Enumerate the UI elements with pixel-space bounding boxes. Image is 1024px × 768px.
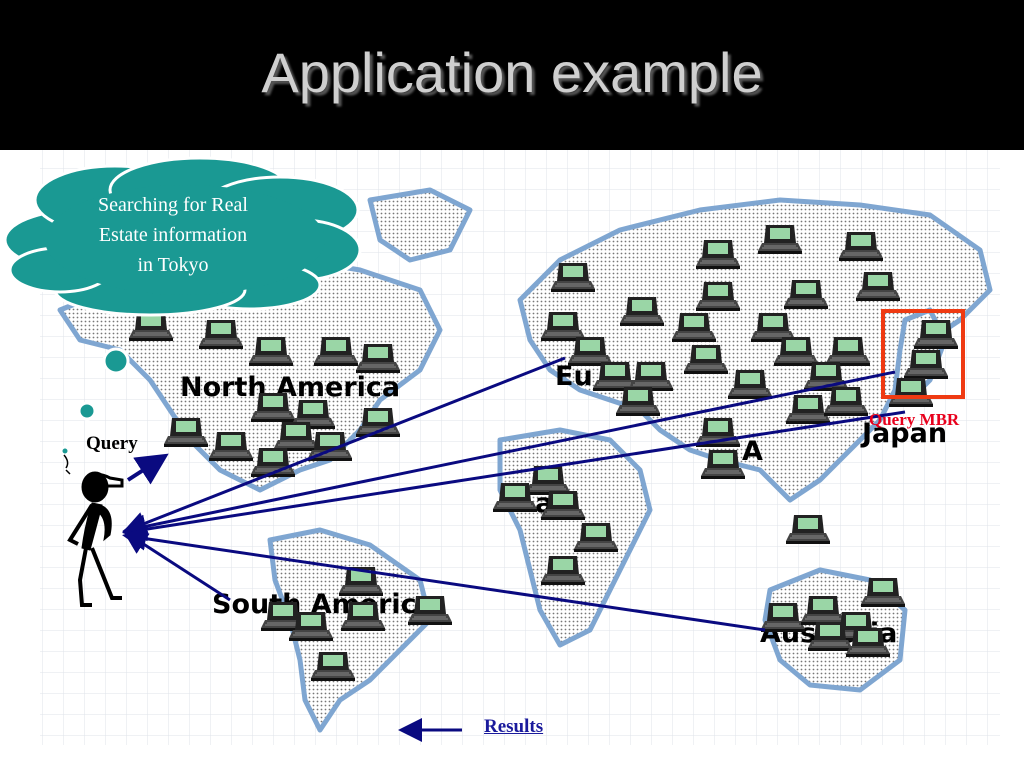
arrow-europe bbox=[122, 356, 566, 535]
thinking-person-figure bbox=[63, 454, 124, 607]
query-arrow bbox=[126, 453, 169, 485]
slide-title: Application example bbox=[261, 41, 763, 104]
arrow-australia bbox=[122, 526, 766, 632]
thought-bubble bbox=[3, 156, 362, 457]
greenland-landmass bbox=[367, 187, 473, 263]
arrow-japan-2 bbox=[122, 410, 906, 542]
thought-bubble-text: Searching for Real Estate information in… bbox=[58, 190, 288, 280]
slide-header: Application example bbox=[0, 0, 1024, 150]
region-label-north-america: North America bbox=[180, 372, 400, 403]
region-label-asia: A bbox=[742, 436, 763, 467]
arrow-japan-1 bbox=[122, 370, 896, 539]
query-label: Query bbox=[86, 433, 138, 454]
thought-bubble-line: Searching for Real bbox=[98, 194, 248, 216]
thought-bubble-line: Estate information bbox=[98, 224, 248, 246]
results-label: Results bbox=[484, 716, 544, 737]
thought-bubble-line: in Tokyo bbox=[137, 254, 209, 276]
query-mbr-box bbox=[881, 309, 965, 399]
result-arrows bbox=[122, 356, 906, 632]
region-label-japan: Japan bbox=[860, 418, 947, 449]
region-label-europe: Eu bbox=[555, 361, 593, 392]
query-mbr-label: Query MBR bbox=[869, 410, 960, 429]
